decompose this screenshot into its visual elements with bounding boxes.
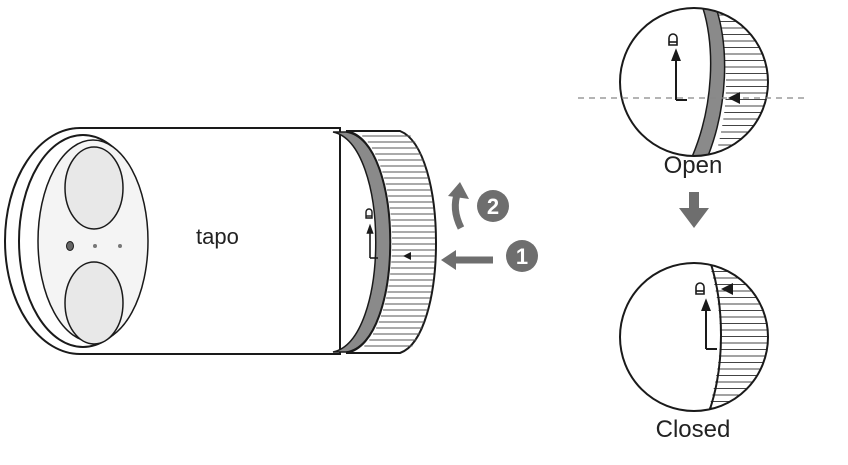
step-2-number: 2 [487, 194, 499, 219]
open-label: Open [664, 152, 723, 179]
closed-label: Closed [656, 416, 731, 443]
camera-mic-dot [118, 244, 122, 248]
camera-sensor-dot [67, 242, 74, 251]
camera-indicator-dot [93, 244, 97, 248]
camera-illustration: tapo [5, 128, 436, 354]
closed-lock-icon [696, 283, 704, 294]
lock-icon [366, 209, 372, 218]
open-detail: Open [578, 0, 805, 179]
push-arrow-icon [441, 250, 456, 270]
camera-lens-bottom [65, 262, 123, 344]
brand-logo: tapo [196, 224, 239, 249]
state-change-arrow-icon [679, 192, 709, 228]
step-2-rotate: 2 [448, 182, 509, 228]
step-1-number: 1 [516, 244, 528, 269]
camera-lens-top [65, 147, 123, 229]
closed-detail: Closed [620, 250, 780, 443]
step-1-push: 1 [441, 240, 538, 272]
open-lock-icon [669, 34, 677, 45]
camera-rotating-ring [346, 131, 436, 353]
